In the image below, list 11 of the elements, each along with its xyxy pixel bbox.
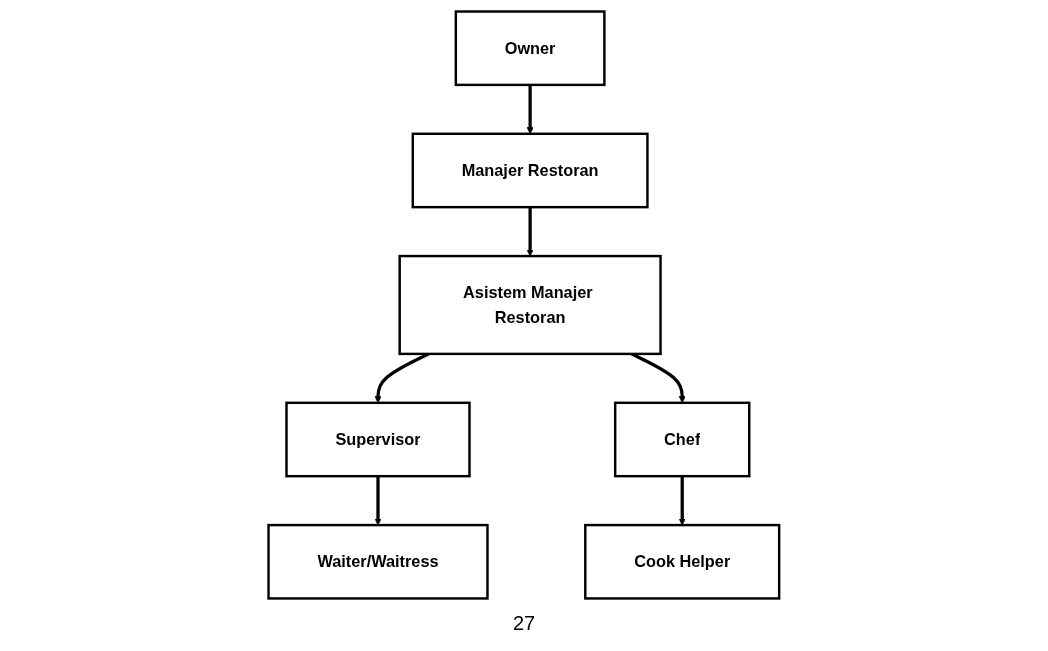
node-box: Manajer Restoran — [411, 132, 649, 209]
node-box: Chef — [614, 401, 751, 478]
node-box: Supervisor — [285, 401, 471, 478]
node-box: Asistem Manajer Restoran — [398, 254, 662, 356]
node-box: Owner — [454, 10, 606, 87]
arrow — [526, 207, 534, 257]
arrow — [374, 476, 382, 526]
page-number: 27 — [512, 612, 536, 634]
node-box: Cook Helper — [584, 523, 781, 600]
arrow — [678, 476, 686, 526]
node-box: Waiter/Waitress — [267, 523, 489, 600]
